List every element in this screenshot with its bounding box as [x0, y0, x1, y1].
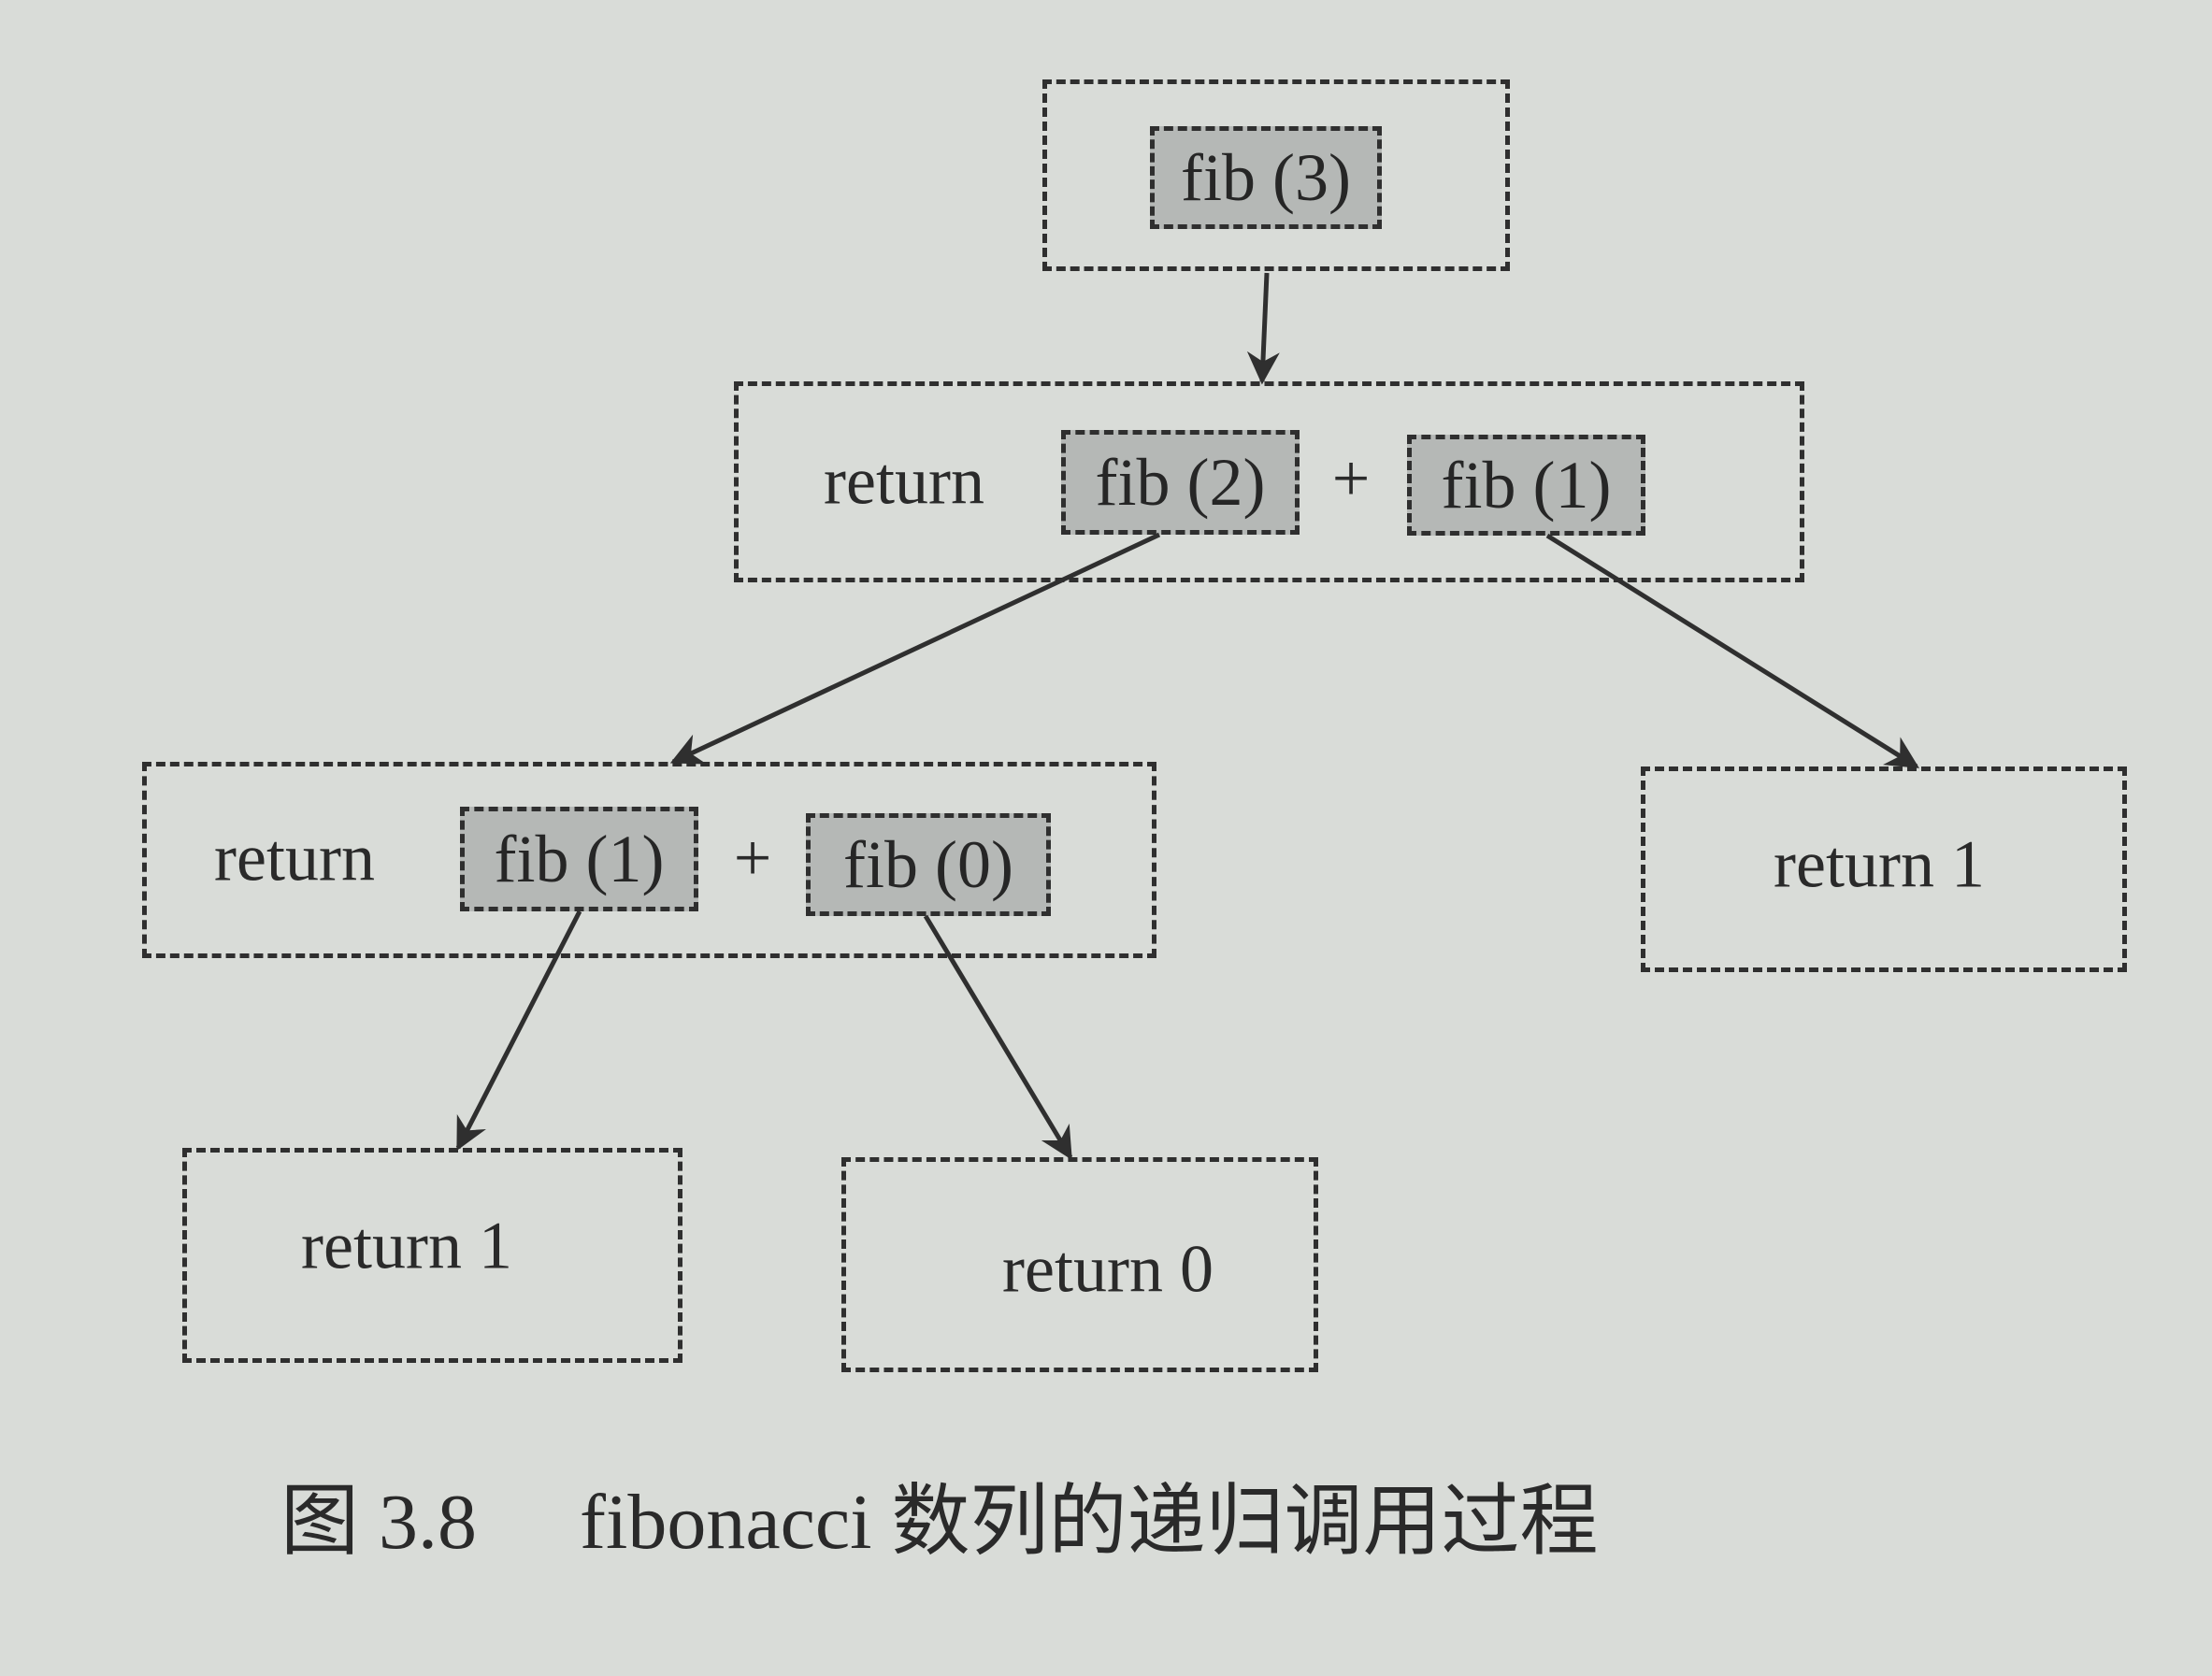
level1-fib1-chip: fib (1) [1407, 435, 1645, 536]
arrow-fib0-to-leaf-middle [923, 914, 1073, 1161]
leaf-middle-text: return 0 [1002, 1231, 1214, 1307]
level2-return-label: return [214, 820, 375, 895]
leaf-right-text: return 1 [1774, 826, 1985, 902]
level2-plus-sign: + [733, 820, 772, 895]
figure-caption: 图 3.8 fibonacci 数列的递归调用过程 [280, 1458, 1599, 1571]
level1-fib2-chip: fib (2) [1061, 430, 1300, 535]
level1-plus-sign: + [1331, 440, 1371, 516]
root-node-box [1042, 79, 1510, 271]
arrow-fib1-to-leaf-right [1545, 533, 1919, 769]
leaf-middle-box [841, 1157, 1318, 1372]
leaf-right-box [1641, 766, 2127, 972]
figure-number: 图 3.8 [280, 1479, 478, 1566]
level1-return-label: return [824, 443, 984, 519]
root-fib3-chip: fib (3) [1150, 126, 1382, 229]
level2-node-box [142, 762, 1156, 958]
arrow-fib1-to-leaf-left [455, 910, 582, 1152]
level2-fib1-chip: fib (1) [460, 807, 698, 911]
arrow-fib2-to-level2 [669, 532, 1161, 765]
figure-title: fibonacci 数列的递归调用过程 [580, 1479, 1599, 1566]
arrow-root-to-level1 [1246, 272, 1280, 385]
leaf-left-box [182, 1148, 682, 1363]
level2-fib0-chip: fib (0) [806, 813, 1051, 916]
leaf-left-text: return 1 [301, 1208, 512, 1283]
